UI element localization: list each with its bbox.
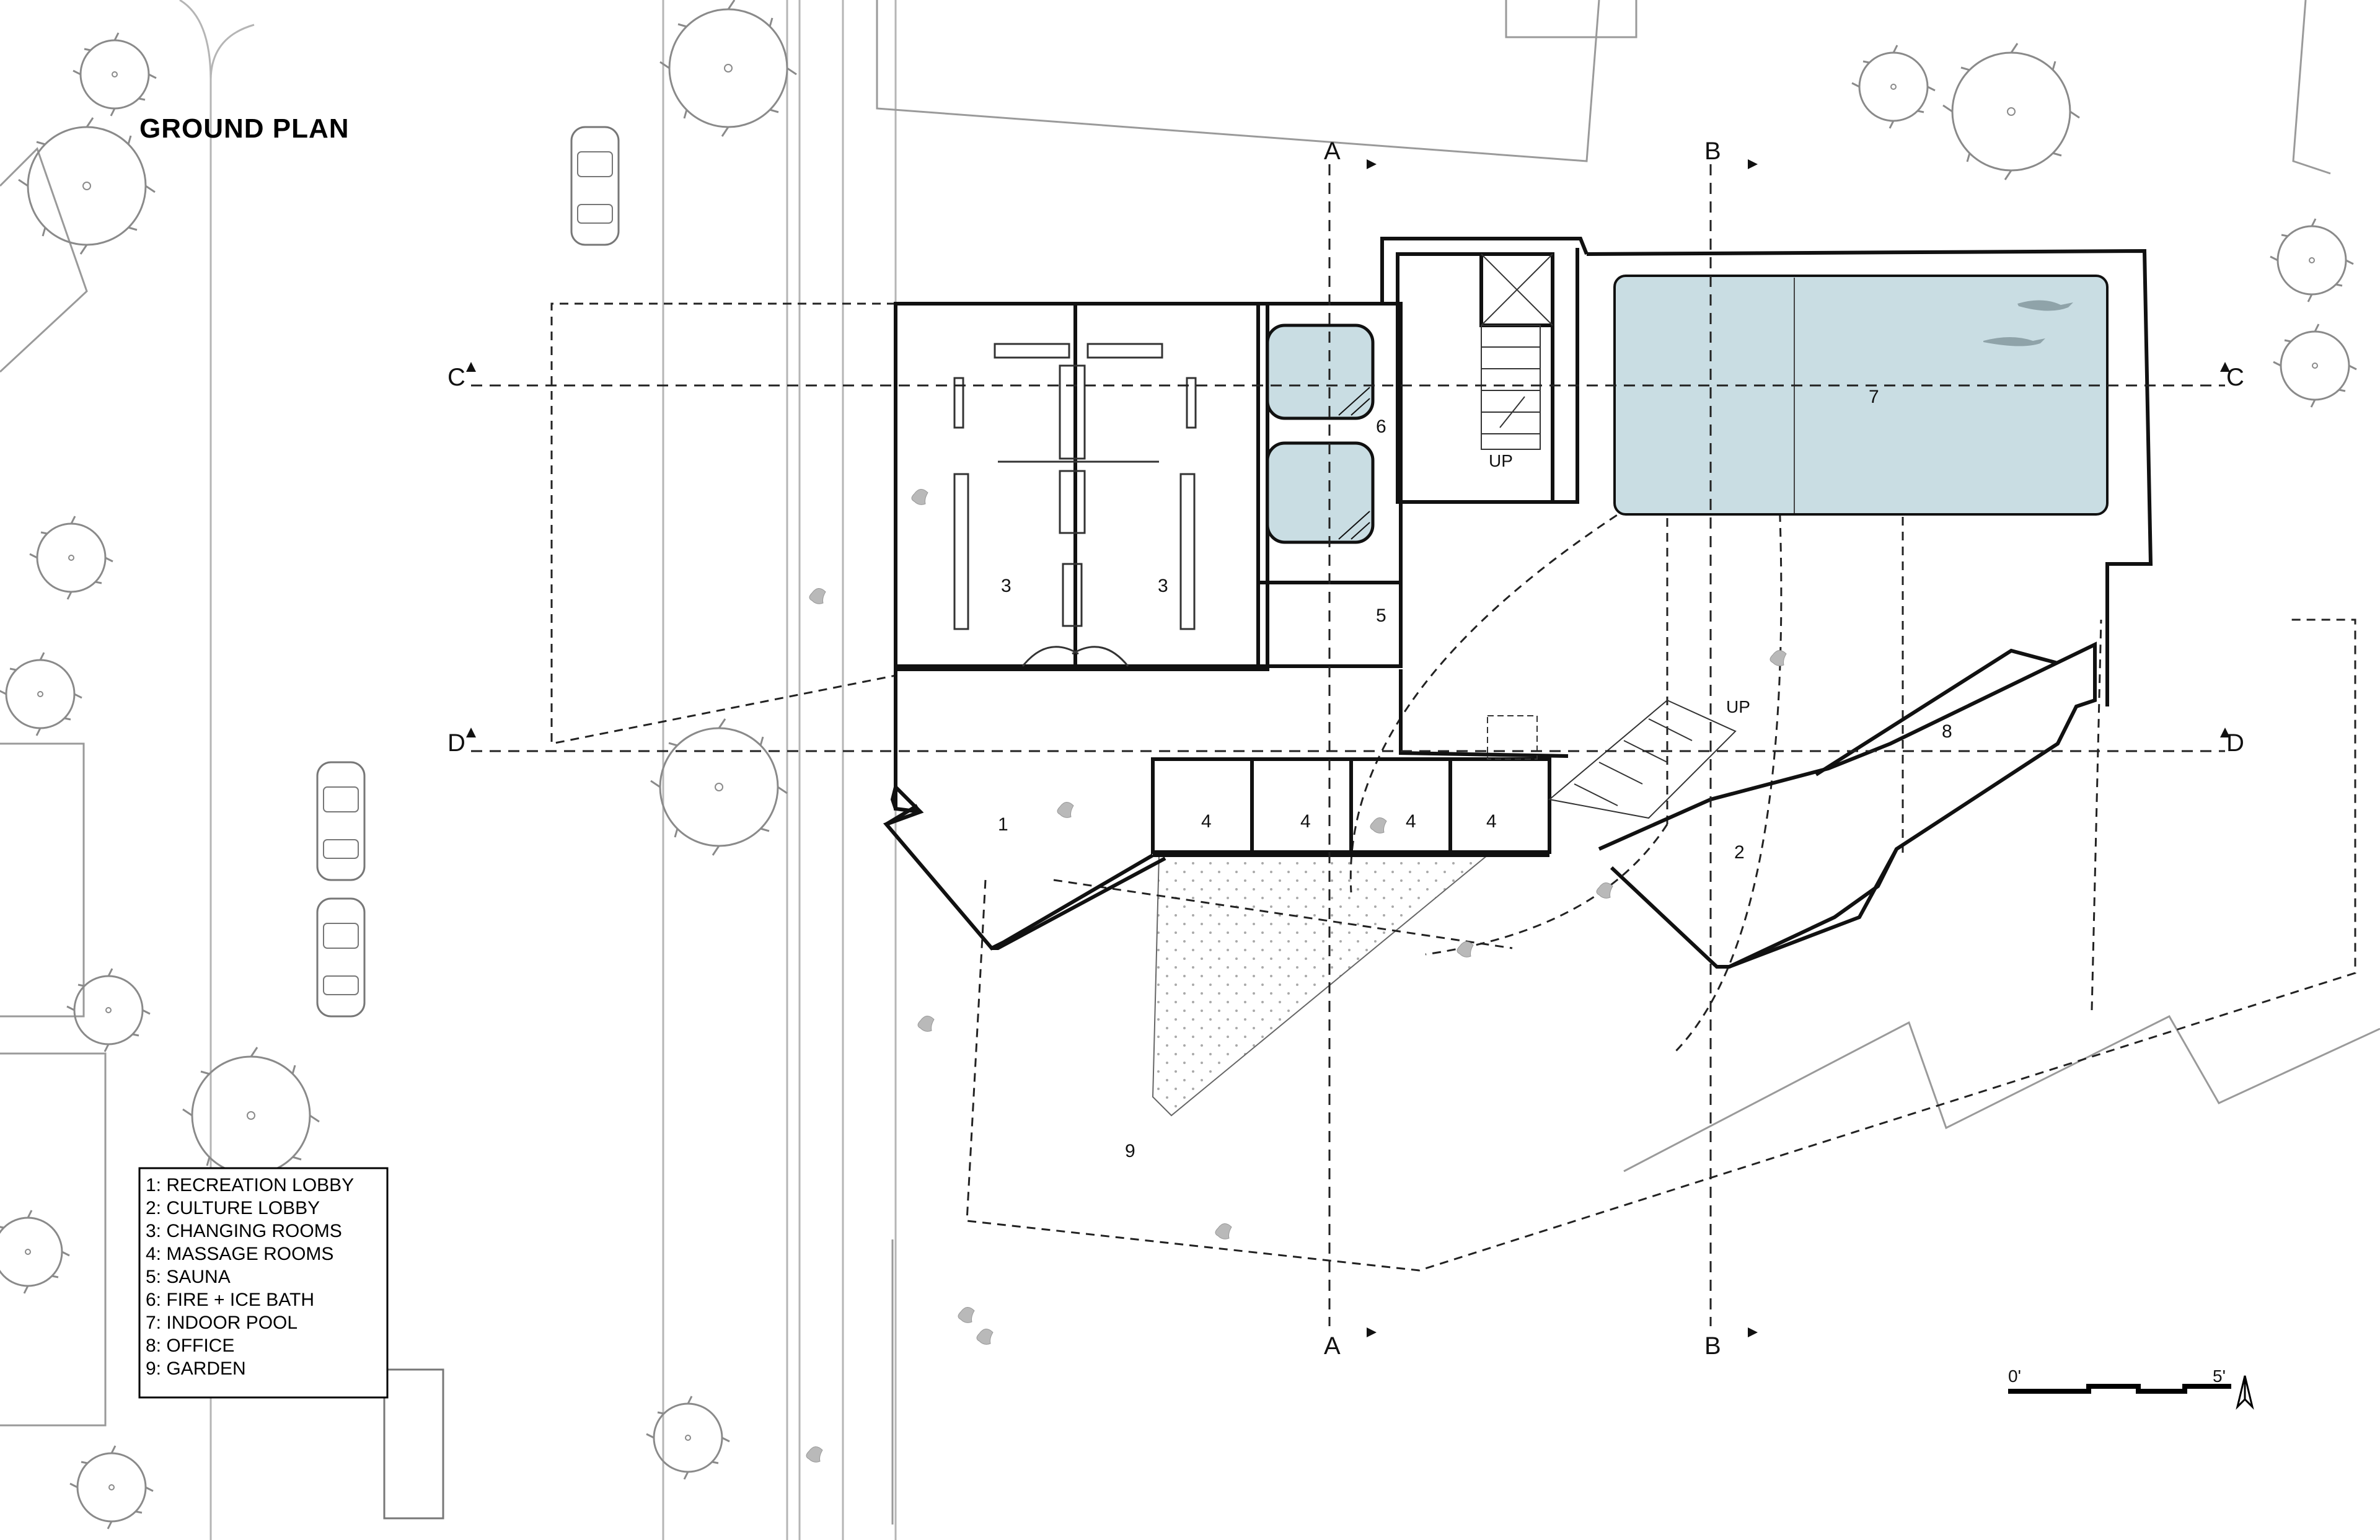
bath-tub-lower <box>1266 441 1375 544</box>
legend-item: 1: RECREATION LOBBY <box>146 1175 354 1195</box>
svg-text:A: A <box>1324 1332 1341 1360</box>
svg-text:B: B <box>1704 1332 1721 1360</box>
dashed-outlines <box>550 302 2356 1272</box>
room-4a-label: 4 <box>1201 811 1212 832</box>
room-8-label: 8 <box>1942 721 1952 742</box>
svg-text:0': 0' <box>2008 1366 2021 1386</box>
room-6-label: 6 <box>1376 416 1386 437</box>
north-arrow-icon <box>2236 1375 2254 1410</box>
swimmer-icon <box>1983 300 2073 346</box>
ramp-up-label: UP <box>1726 697 1750 716</box>
svg-text:C: C <box>447 364 465 391</box>
room-4c-label: 4 <box>1406 811 1416 832</box>
room-3-left-label: 3 <box>1001 576 1011 596</box>
stair-up-label: UP <box>1489 451 1513 470</box>
indoor-pool-water <box>1613 275 2109 516</box>
svg-text:5': 5' <box>2213 1366 2226 1386</box>
section-labels: A A B B C C D D <box>447 138 2244 1360</box>
room-2-label: 2 <box>1734 842 1745 863</box>
legend: 1: RECREATION LOBBY 2: CULTURE LOBBY 3: … <box>138 1167 389 1399</box>
legend-item: 6: FIRE + ICE BATH <box>146 1290 314 1310</box>
svg-text:B: B <box>1704 138 1721 165</box>
legend-item: 7: INDOOR POOL <box>146 1313 298 1333</box>
page-title: GROUND PLAN <box>139 113 350 144</box>
room-3-right-label: 3 <box>1158 576 1168 596</box>
room-4d-label: 4 <box>1486 811 1497 832</box>
room-numbers: 1 2 3 3 4 4 4 4 5 6 7 8 9 <box>998 387 1952 1161</box>
section-lines <box>471 164 2225 1326</box>
room-5-label: 5 <box>1376 605 1386 626</box>
svg-text:D: D <box>447 729 465 757</box>
legend-item: 8: OFFICE <box>146 1335 234 1356</box>
svg-text:D: D <box>2226 729 2244 757</box>
svg-text:A: A <box>1324 138 1341 165</box>
scale-bar: 0' 5' <box>2008 1366 2231 1394</box>
changing-room-fixtures <box>953 343 1197 667</box>
room-7-label: 7 <box>1869 387 1879 407</box>
legend-item: 9: GARDEN <box>146 1358 246 1379</box>
legend-item: 4: MASSAGE ROOMS <box>146 1244 333 1264</box>
garden-paving <box>1152 855 1489 1117</box>
room-9-label: 9 <box>1125 1141 1135 1161</box>
stair-treads <box>1481 253 1737 819</box>
legend-item: 5: SAUNA <box>146 1267 231 1287</box>
cars <box>316 126 620 1520</box>
legend-item: 3: CHANGING ROOMS <box>146 1221 342 1241</box>
svg-text:C: C <box>2226 364 2244 391</box>
legend-item: 2: CULTURE LOBBY <box>146 1198 320 1218</box>
room-4b-label: 4 <box>1300 811 1311 832</box>
section-arrows <box>466 159 2230 1337</box>
room-1-label: 1 <box>998 814 1008 835</box>
bath-tub-upper <box>1266 323 1375 420</box>
